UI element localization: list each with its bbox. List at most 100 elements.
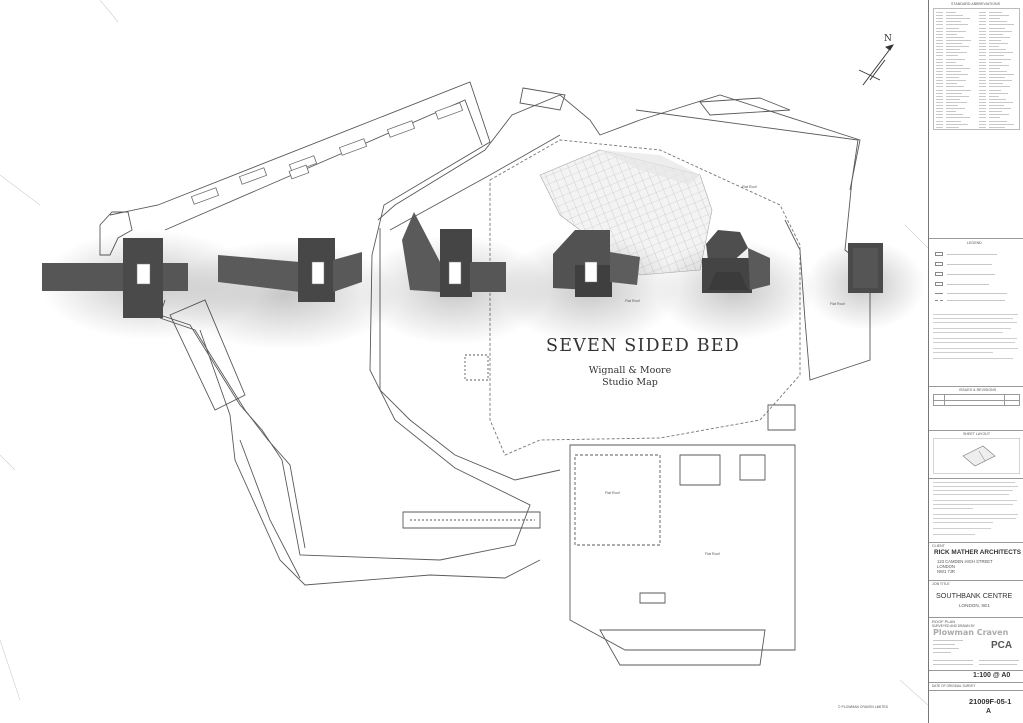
copyright: © PLOWMAN CRAVEN LIMITED xyxy=(838,705,889,709)
abbreviation-row xyxy=(936,20,976,23)
abbreviation-row xyxy=(936,123,976,126)
abbreviation-row xyxy=(979,17,1019,20)
abbreviation-row xyxy=(979,61,1019,64)
abbreviation-row xyxy=(936,89,976,92)
roof-label: Flat Roof xyxy=(742,185,757,189)
abbreviation-row xyxy=(979,58,1019,61)
surveyor-logo: PCA xyxy=(991,640,1013,651)
abbreviation-row xyxy=(979,70,1019,73)
abbreviations-table xyxy=(933,8,1020,130)
abbreviation-row xyxy=(936,101,976,104)
sheet-layout-diagram xyxy=(933,438,1020,474)
roof-label: Flat Roof xyxy=(605,491,620,495)
rooftop-vents xyxy=(190,102,464,205)
abbreviation-row xyxy=(936,39,976,42)
abbreviation-row xyxy=(979,101,1019,104)
abbreviation-row xyxy=(979,51,1019,54)
client-name: RICK MATHER ARCHITECTS xyxy=(934,549,1021,556)
abbreviation-row xyxy=(936,85,976,88)
abbreviation-row xyxy=(936,116,976,119)
abbreviation-row xyxy=(936,11,976,14)
abbreviation-row xyxy=(979,36,1019,39)
notes-text-1 xyxy=(933,314,1020,364)
bed-sculpture-3 xyxy=(402,212,506,297)
abbreviation-row xyxy=(979,126,1019,129)
abbreviation-row xyxy=(936,61,976,64)
abbreviation-row xyxy=(979,82,1019,85)
roof-plan-drawing: N Flat Roof Flat Roof Flat Roof Flat Roo… xyxy=(0,0,928,706)
abbreviation-row xyxy=(936,113,976,116)
drawing-number: 21009F-05-1 xyxy=(969,697,1012,706)
construction-lines xyxy=(0,0,928,706)
surveyor-address-lines xyxy=(933,640,973,660)
abbreviation-row xyxy=(936,36,976,39)
abbreviation-row xyxy=(936,73,976,76)
abbreviation-row xyxy=(979,98,1019,101)
abbreviation-row xyxy=(979,48,1019,51)
drawing-title: ROOF PLAN xyxy=(932,619,956,624)
abbreviation-row xyxy=(936,95,976,98)
abbreviation-row xyxy=(936,14,976,17)
abbreviation-row xyxy=(936,120,976,123)
abbreviation-row xyxy=(979,45,1019,48)
abbreviation-row xyxy=(936,98,976,101)
abbreviation-row xyxy=(979,23,1019,26)
surveyed-label: SURVEYED AND DRAWN BY xyxy=(932,624,975,628)
scale: 1:100 @ A0 xyxy=(973,672,1011,679)
abbreviation-row xyxy=(979,33,1019,36)
issues-heading: ISSUES & REVISIONS xyxy=(959,388,997,392)
abbreviation-row xyxy=(979,76,1019,79)
map-title: SEVEN SIDED BED xyxy=(546,336,741,356)
bed-sculpture-4 xyxy=(553,230,640,297)
abbreviation-row xyxy=(979,27,1019,30)
map-subtitle-line2: Studio Map xyxy=(602,377,658,388)
abbreviation-row xyxy=(936,126,976,129)
surveyor-name: Plowman Craven xyxy=(933,628,1009,637)
building-outline xyxy=(99,81,871,666)
abbreviation-row xyxy=(979,79,1019,82)
roof-label: Flat Roof xyxy=(830,302,845,306)
north-arrow: N xyxy=(858,34,894,86)
abbreviation-row xyxy=(936,82,976,85)
abbreviation-row xyxy=(936,107,976,110)
bed-sculpture-2 xyxy=(218,238,362,302)
client-address-line: 123 CAMDEN HIGH STREET xyxy=(937,559,993,564)
client-address-line: NW1 7JR xyxy=(937,569,955,574)
abbreviation-row xyxy=(979,116,1019,119)
legend-entries xyxy=(933,248,1020,308)
abbreviation-row xyxy=(936,76,976,79)
abbreviation-row xyxy=(979,85,1019,88)
client-label: CLIENT xyxy=(932,544,945,548)
abbreviation-row xyxy=(936,104,976,107)
abbreviation-row xyxy=(979,42,1019,45)
roof-label: Flat Roof xyxy=(625,299,640,303)
date-label: DATE OF ORIGINAL SURVEY xyxy=(932,684,976,688)
abbreviation-row xyxy=(979,54,1019,57)
abbreviation-row xyxy=(936,79,976,82)
abbreviation-row xyxy=(936,51,976,54)
north-label: N xyxy=(884,34,892,44)
abbreviation-row xyxy=(936,45,976,48)
abbreviation-row xyxy=(936,30,976,33)
abbreviation-row xyxy=(979,95,1019,98)
abbreviation-row xyxy=(936,67,976,70)
issues-table xyxy=(933,394,1020,406)
abbreviation-row xyxy=(979,89,1019,92)
legend-heading: LEGEND xyxy=(967,241,982,245)
notes-text-2 xyxy=(933,482,1020,540)
abbreviation-row xyxy=(979,110,1019,113)
abbreviation-row xyxy=(936,27,976,30)
abbreviation-row xyxy=(979,30,1019,33)
abbreviation-row xyxy=(979,67,1019,70)
job-title-label: JOB TITLE xyxy=(932,582,950,586)
abbreviations-heading: STANDARD ABBREVIATIONS xyxy=(951,2,1000,6)
title-block: STANDARD ABBREVIATIONS LEGEND ISSUES & R… xyxy=(928,0,1023,723)
abbreviation-row xyxy=(936,42,976,45)
abbreviation-row xyxy=(936,17,976,20)
map-subtitle-line1: Wignall & Moore xyxy=(588,365,672,376)
bed-sculpture-5 xyxy=(702,230,770,293)
map-subtitle: Wignall & Moore Studio Map xyxy=(560,365,700,389)
job-title: SOUTHBANK CENTRE xyxy=(936,591,1013,600)
abbreviation-row xyxy=(979,39,1019,42)
bed-sculpture-1 xyxy=(42,238,188,318)
